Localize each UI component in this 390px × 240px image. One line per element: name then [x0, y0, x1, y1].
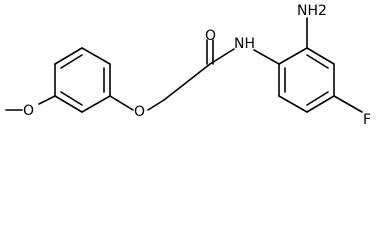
- bond-carbonyl-nh: [209, 48, 235, 65]
- methoxy-oxygen-label: O: [23, 103, 34, 119]
- bond-ring2-d: [306, 95, 335, 113]
- carbonyl-oxygen-label: O: [205, 28, 216, 44]
- chemical-structure-diagram: O O O NH NH2 F: [5, 3, 371, 128]
- amide-nh-label: NH: [234, 36, 255, 52]
- bond-ether-o-ch2: [147, 99, 165, 111]
- bond-ring-ether-o: [109, 95, 134, 111]
- bond-ring1-double-1: [60, 54, 83, 69]
- bond-ring1-double-3: [60, 91, 83, 106]
- bond-nh-ring: [253, 49, 280, 65]
- bond-ring1-f: [54, 95, 83, 113]
- bond-ring2-double-1: [306, 54, 329, 69]
- bond-ring2-a: [278, 47, 308, 65]
- bonds: [5, 17, 363, 113]
- bond-ring1-b: [54, 47, 83, 65]
- bond-ch2-carbonyl: [163, 63, 211, 101]
- bond-ring2-b: [306, 47, 335, 65]
- bond-ring2-e: [278, 95, 308, 113]
- bond-ring-f: [333, 95, 363, 113]
- bond-ring2-double-2: [306, 91, 329, 106]
- ether-oxygen-label: O: [134, 104, 145, 120]
- bond-ring1-c: [81, 47, 111, 65]
- fluorine-label: F: [363, 112, 371, 128]
- bond-ring1-e: [81, 95, 111, 113]
- amino-nh2-label: NH2: [297, 3, 327, 19]
- bond-methoxy-o-ring: [38, 95, 56, 105]
- atom-labels: O O O NH NH2 F: [23, 3, 371, 128]
